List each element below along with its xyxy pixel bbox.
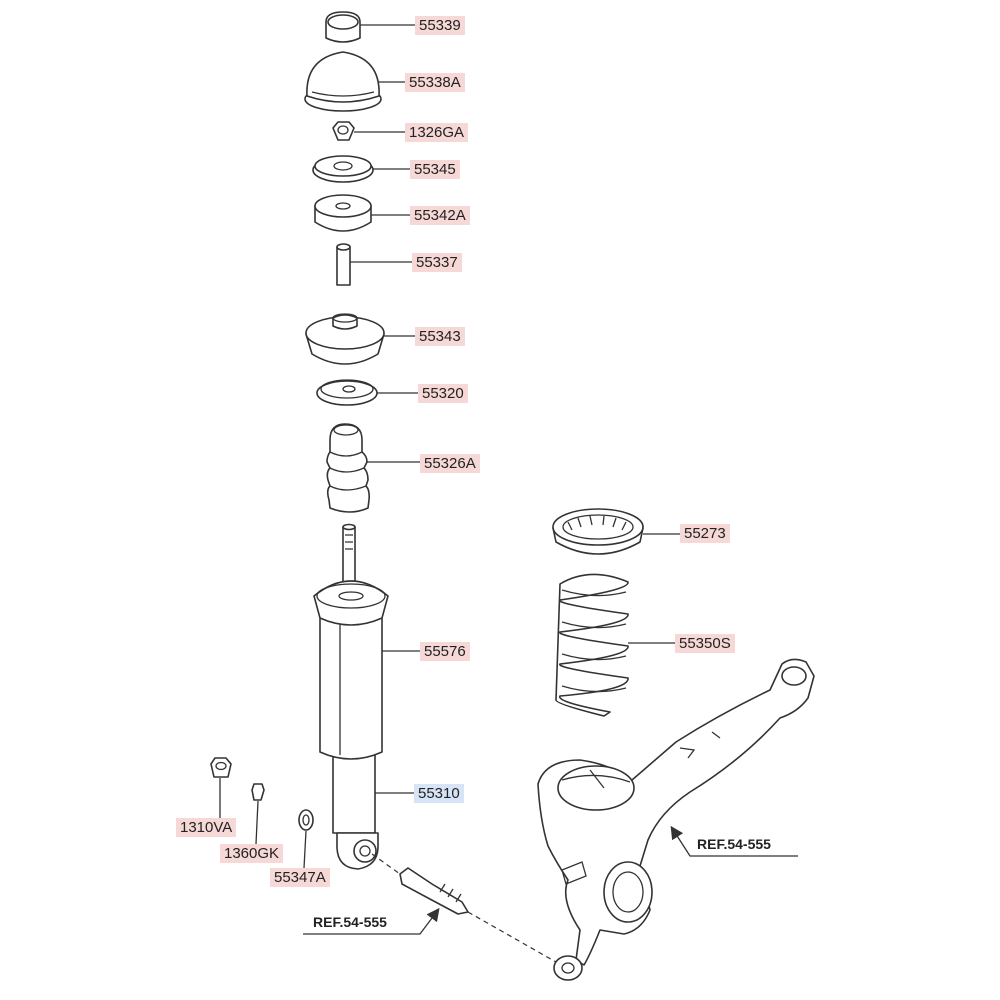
part-55350S-coil-spring[interactable] [555, 573, 629, 717]
label-55326A[interactable]: 55326A [420, 454, 480, 473]
part-55343-insulator[interactable] [305, 313, 385, 365]
part-55339-cap[interactable] [325, 11, 361, 43]
part-55320-plate[interactable] [316, 379, 378, 406]
part-55342A-insulator[interactable] [314, 194, 372, 232]
lower-arm-assembly[interactable] [537, 658, 815, 981]
part-1326GA-nut[interactable] [332, 121, 355, 141]
label-55338A[interactable]: 55338A [405, 73, 465, 92]
part-1360GK-washer[interactable] [251, 783, 265, 801]
label-55320[interactable]: 55320 [418, 384, 468, 403]
ref-label-upper-arm[interactable]: REF.54-555 [697, 836, 771, 852]
part-1310VA-nut[interactable] [210, 757, 232, 778]
bolt[interactable] [399, 867, 469, 915]
ref-arrow-upper-arm [670, 825, 798, 857]
label-1326GA[interactable]: 1326GA [405, 123, 469, 142]
ref-label-bolt[interactable]: REF.54-555 [313, 914, 387, 930]
label-55342A[interactable]: 55342A [410, 206, 470, 225]
label-1310VA[interactable]: 1310VA [176, 818, 237, 837]
ref-arrow-bolt [303, 907, 440, 935]
label-55576[interactable]: 55576 [420, 642, 470, 661]
label-55345[interactable]: 55345 [410, 160, 460, 179]
part-55576-dust-boot[interactable] [313, 580, 389, 760]
part-55310-shock-absorber[interactable] [332, 523, 379, 870]
part-55338A-dust-cover[interactable] [304, 51, 382, 112]
label-55350S[interactable]: 55350S [675, 634, 735, 653]
part-55347A-washer[interactable] [298, 809, 314, 831]
part-55345-washer[interactable] [312, 155, 374, 183]
label-1360GK[interactable]: 1360GK [220, 844, 284, 863]
label-55273[interactable]: 55273 [680, 524, 730, 543]
label-55339[interactable]: 55339 [415, 16, 465, 35]
label-55337[interactable]: 55337 [412, 253, 462, 272]
label-55343[interactable]: 55343 [415, 327, 465, 346]
label-55310[interactable]: 55310 [414, 784, 464, 803]
label-55347A[interactable]: 55347A [270, 868, 330, 887]
part-55273-spring-seat[interactable] [552, 508, 644, 555]
part-55337-spacer[interactable] [336, 243, 351, 286]
part-55326A-bump-stopper[interactable] [326, 423, 370, 513]
